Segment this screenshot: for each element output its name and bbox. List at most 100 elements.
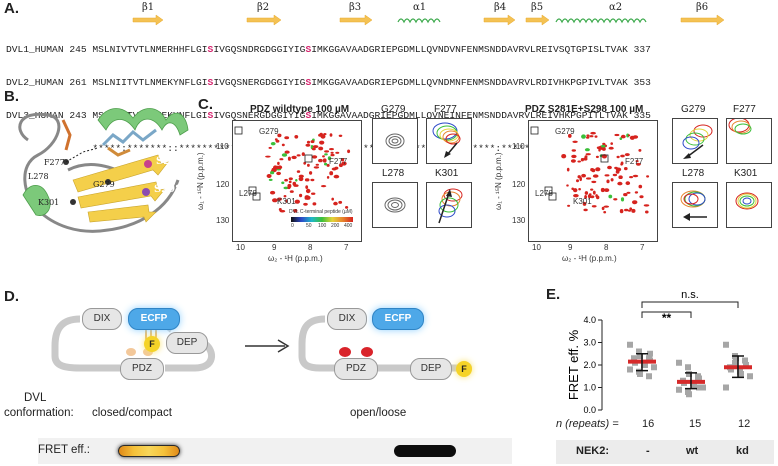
inset-l278-mut (672, 182, 718, 228)
nmr-peak (281, 181, 285, 185)
data-point (631, 355, 637, 362)
significance-bracket (641, 301, 739, 308)
struct-label-l278: L278 (28, 172, 49, 181)
y-tick: 110 (512, 142, 525, 151)
peak-box (252, 192, 261, 201)
nmr-peak (333, 201, 338, 206)
seq-highlight-s281: S (207, 44, 214, 55)
nmr-peak (312, 145, 319, 149)
data-point (646, 373, 652, 380)
nmr-peak (322, 158, 327, 163)
nmr-peak (275, 139, 280, 143)
data-point (738, 371, 744, 377)
pdz-ribbon-graphic (18, 108, 189, 233)
x-tick: 7 (640, 243, 645, 252)
x-tick: 10 (532, 243, 541, 252)
nmr-peak (610, 142, 613, 145)
nmr-peak (626, 191, 631, 194)
seq-end: 337 (633, 44, 651, 55)
nmr-peak (629, 176, 634, 179)
nmr-peak (320, 134, 326, 139)
nmr-peak (591, 168, 596, 173)
seq-end: 335 (633, 110, 651, 121)
data-point (647, 350, 653, 357)
data-point (627, 341, 633, 348)
nmr-peak (310, 178, 315, 182)
nek2-row: NEK2: - wt kd (556, 440, 774, 464)
nmr-peak (294, 199, 300, 204)
nmr-peak (299, 193, 303, 198)
category-label: kd (736, 445, 749, 457)
nmr-peak (331, 197, 334, 201)
nmr-peak (571, 154, 577, 159)
peak-label-f277: F277 (329, 157, 348, 166)
nmr-peak (293, 209, 298, 213)
inset-label-l278: L278 (682, 168, 705, 179)
nmr-peak (270, 190, 276, 195)
nmr-peak (616, 155, 620, 159)
nmr-peak (638, 149, 642, 152)
spectrum-wildtype: DVL C-terminal peptide (µM) 0 50 100 200… (232, 120, 362, 242)
inset-g279-mut (672, 118, 718, 164)
nmr-peak (636, 162, 641, 166)
nmr-peak (573, 188, 578, 193)
y-tick: 130 (512, 216, 526, 225)
data-point (732, 359, 738, 366)
ss-label-b4: β4 (494, 2, 507, 13)
struct-label-s281: S281 (156, 156, 185, 167)
seq-highlight-s281: S (207, 110, 214, 121)
nmr-peak (577, 175, 581, 179)
nmr-peak (310, 140, 315, 144)
x-axis-label-1: ω₂ - ¹H (p.p.m.) (268, 254, 323, 263)
category-label: wt (686, 445, 699, 457)
nmr-peak (326, 163, 330, 167)
nmr-peak (305, 143, 311, 147)
nmr-peak (584, 148, 590, 152)
inset-label-g279: G279 (381, 104, 406, 115)
inset-g279-wt (372, 118, 418, 164)
peak-label-l278: L278 (535, 189, 553, 198)
nmr-peak (338, 200, 343, 204)
spectrum-title-mutant: PDZ S281E+S298 100 µM (525, 104, 644, 115)
ss-label-a2: α2 (609, 2, 623, 13)
nmr-peak (629, 207, 633, 211)
nmr-peak (604, 188, 610, 192)
seq-highlight-s298: S (305, 77, 312, 88)
nmr-peak (285, 199, 288, 203)
nmr-peak (311, 155, 318, 159)
seq-name: DVL1_HUMAN (6, 44, 64, 55)
x-tick: 9 (272, 243, 277, 252)
data-point (742, 357, 748, 364)
y-tick: 120 (512, 180, 526, 189)
nmr-peak (568, 133, 572, 138)
nmr-peak (619, 209, 624, 214)
seq-highlight-s298: S (305, 110, 312, 121)
seq-part: MSLNIITVTLNMEKYNFLGI (92, 77, 208, 88)
peak-box (530, 126, 539, 135)
seq-part: IMKGGAVAADGRIEPGDMLLQVNEINFENMSNDDAVRVLR… (311, 110, 628, 121)
nmr-peak (612, 173, 618, 177)
nmr-peak (598, 148, 601, 152)
y-axis-label: FRET eff. % (566, 329, 581, 400)
seq-part: IMKGGAVAADGRIEPGDMLLQVNDMNFENMSNDDAVRVLR… (311, 77, 628, 88)
nmr-peak (567, 204, 571, 207)
peak-box (544, 186, 553, 195)
nmr-peak (580, 158, 584, 162)
nmr-peak (589, 135, 594, 138)
spectrum-title-wildtype: PDZ wildtype 100 µM (250, 104, 350, 115)
seq-highlight-s298: S (305, 44, 312, 55)
category-label: - (646, 445, 650, 457)
nmr-peak (335, 151, 340, 154)
nmr-peak (327, 156, 332, 161)
nmr-peak (330, 153, 335, 157)
nmr-peak (322, 155, 325, 158)
nek2-label: NEK2: (576, 445, 610, 457)
nmr-peak (634, 191, 639, 194)
seq-part: MSLNIVTVTLNMERHHFLGI (92, 44, 208, 55)
nmr-peak (624, 208, 629, 212)
nmr-peak (576, 179, 579, 183)
data-point (637, 353, 643, 359)
ss-label-b6: β6 (696, 2, 709, 13)
data-point (686, 391, 692, 398)
beta1-arrow (132, 14, 164, 26)
